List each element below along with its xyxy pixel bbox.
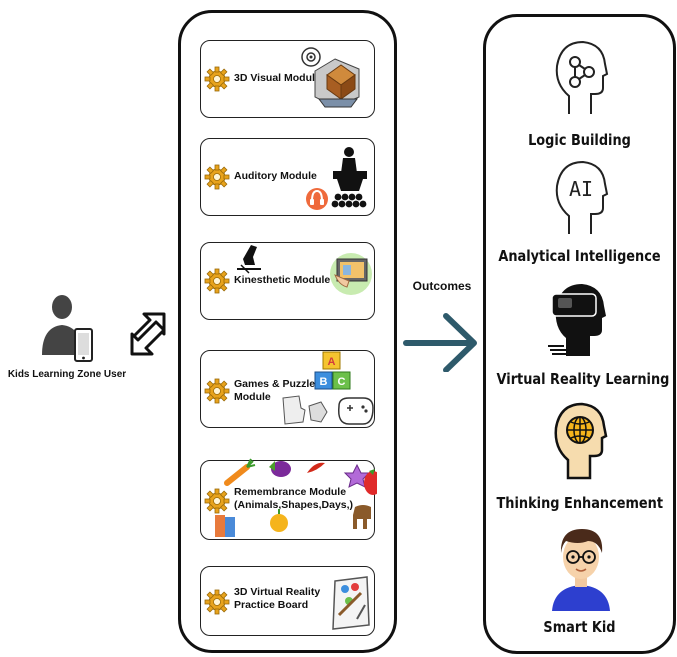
fruits-vegetables-animals-icon (215, 458, 377, 537)
user-with-phone-icon (42, 295, 93, 362)
module-label: Games & Puzzle Module (234, 378, 316, 403)
outcome-label: Analytical Intelligence (498, 247, 661, 265)
paint-board-icon (332, 576, 370, 630)
gear-icon (204, 378, 230, 404)
module-card-auditory[interactable]: Auditory Module (200, 138, 375, 216)
speaker-audience-icon (306, 147, 367, 210)
outcome-label: Virtual Reality Learning (496, 370, 670, 388)
module-card-3d-vr-practice-board[interactable]: 3D Virtual Reality Practice Board (200, 566, 375, 636)
head-ai-icon: AI (555, 160, 609, 234)
module-card-remembrance[interactable]: Remembrance Module (Animals,Shapes,Days,… (200, 458, 377, 540)
outcome-label: Logic Building (528, 131, 631, 149)
kid-with-glasses-icon (552, 529, 610, 611)
gear-icon (204, 66, 230, 92)
svg-text:A: A (328, 356, 336, 368)
gear-icon (204, 268, 230, 294)
svg-text:C: C (338, 376, 346, 388)
pointing-hand-icon (237, 245, 261, 274)
svg-text:B: B (320, 376, 328, 388)
module-label: Auditory Module (234, 170, 317, 182)
bidirectional-arrows-icon (130, 312, 166, 356)
module-label: 3D Visual Module (234, 72, 321, 84)
outcomes-label: Outcomes (412, 279, 472, 293)
gear-icon (204, 164, 230, 190)
hand-touch-screen-icon (330, 253, 372, 295)
outcome-label: Smart Kid (543, 618, 616, 636)
module-card-3d-visual[interactable]: 3D Visual Module (200, 40, 375, 118)
head-globe-icon (554, 402, 608, 480)
abc-blocks-gamepad-icon: A B C (282, 351, 374, 425)
svg-text:AI: AI (569, 177, 593, 201)
outcome-label: Thinking Enhancement (496, 494, 664, 512)
module-card-games-puzzle[interactable]: Games & Puzzle Module A B C (200, 350, 375, 428)
head-network-icon (555, 40, 609, 114)
module-label: Remembrance Module (Animals,Shapes,Days,… (234, 486, 354, 511)
module-label: 3D Virtual Reality Practice Board (234, 586, 321, 611)
module-card-kinesthetic[interactable]: Kinesthetic Module (200, 242, 375, 320)
right-arrow-icon (403, 313, 477, 372)
3d-cube-eye-icon (301, 47, 360, 108)
vr-headset-head-icon (548, 284, 606, 356)
user-label: Kids Learning Zone User (7, 369, 127, 380)
module-label: Kinesthetic Module (234, 274, 331, 286)
gear-icon (204, 589, 230, 615)
